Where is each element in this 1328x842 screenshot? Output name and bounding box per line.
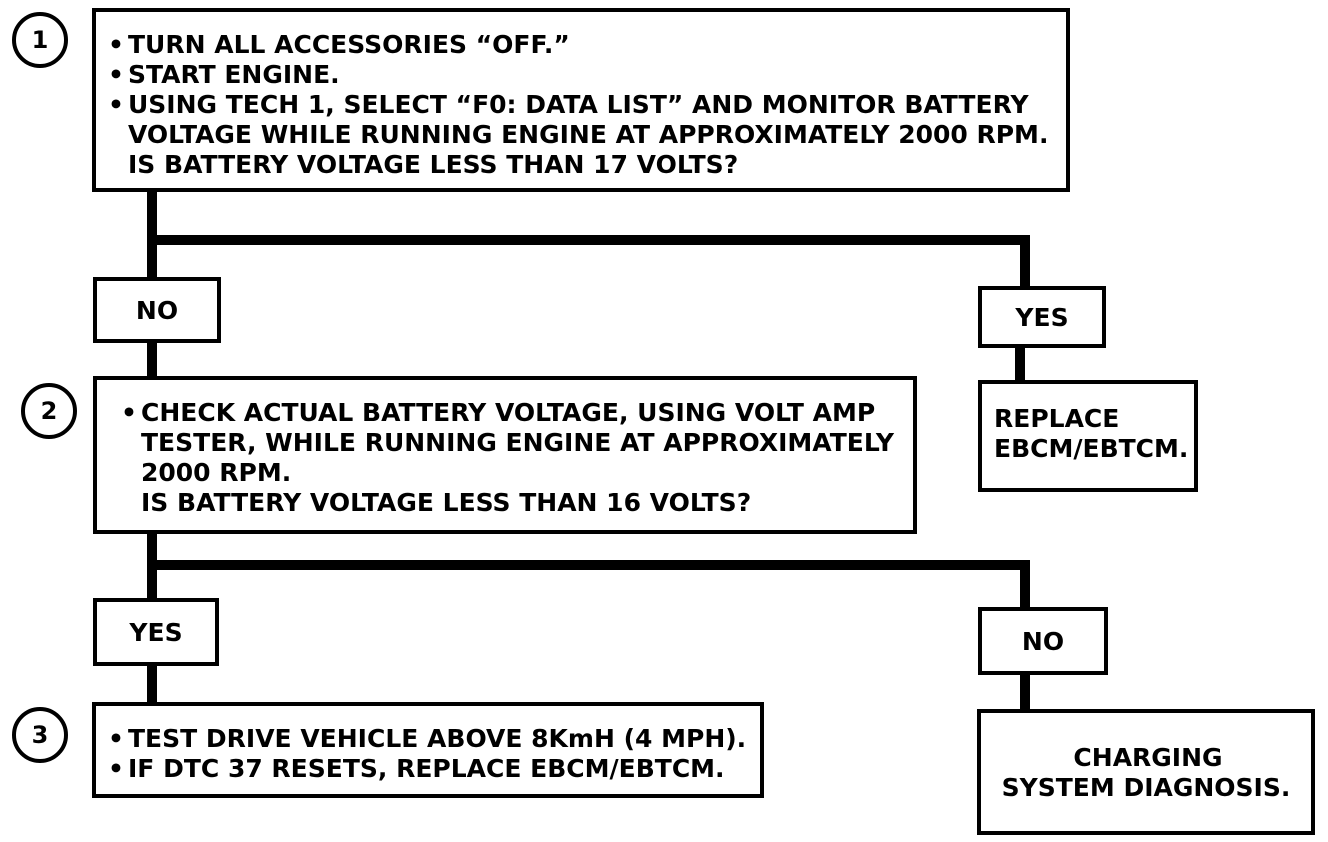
step-3-bullet-2: IF DTC 37 RESETS, REPLACE EBCM/EBTCM.: [106, 754, 750, 784]
replace-line-1: REPLACE: [994, 404, 1120, 433]
step-1-question: IS BATTERY VOLTAGE LESS THAN 17 VOLTS?: [128, 150, 739, 179]
branch-2-yes-label: YES: [93, 598, 219, 666]
step-1-circle: 1: [12, 12, 68, 68]
replace-line-2: EBCM/EBTCM.: [994, 434, 1189, 463]
branch-1-no-label: NO: [93, 277, 221, 343]
branch-1-no-text: NO: [135, 295, 179, 325]
step-1-bullet-1: TURN ALL ACCESSORIES “OFF.”: [106, 30, 1052, 60]
step-2-question: IS BATTERY VOLTAGE LESS THAN 16 VOLTS?: [141, 488, 752, 517]
step-1-list: TURN ALL ACCESSORIES “OFF.” START ENGINE…: [106, 30, 1052, 150]
branch-2-no-text: NO: [1021, 626, 1065, 656]
step-1-bullet-3: USING TECH 1, SELECT “F0: DATA LIST” AND…: [106, 90, 1052, 150]
step-3-box: TEST DRIVE VEHICLE ABOVE 8KmH (4 MPH). I…: [92, 702, 764, 798]
branch-1-yes-text: YES: [1015, 302, 1069, 332]
charging-line-1: CHARGING: [1073, 743, 1223, 772]
step-2-box: CHECK ACTUAL BATTERY VOLTAGE, USING VOLT…: [93, 376, 917, 534]
step-2-list: CHECK ACTUAL BATTERY VOLTAGE, USING VOLT…: [119, 398, 899, 488]
step-2-circle: 2: [21, 383, 77, 439]
step-3-number: 3: [31, 721, 49, 749]
step-1-bullet-2: START ENGINE.: [106, 60, 1052, 90]
step-3-circle: 3: [12, 707, 68, 763]
branch-2-no-label: NO: [978, 607, 1108, 675]
branch-2-yes-text: YES: [129, 617, 183, 647]
replace-ebcm-box: REPLACE EBCM/EBTCM.: [978, 380, 1198, 492]
step-2-bullet-1: CHECK ACTUAL BATTERY VOLTAGE, USING VOLT…: [119, 398, 899, 488]
step-2-number: 2: [40, 397, 58, 425]
step-3-list: TEST DRIVE VEHICLE ABOVE 8KmH (4 MPH). I…: [106, 724, 750, 784]
charging-system-box: CHARGING SYSTEM DIAGNOSIS.: [977, 709, 1315, 835]
step-1-number: 1: [31, 26, 49, 54]
step-1-box: TURN ALL ACCESSORIES “OFF.” START ENGINE…: [92, 8, 1070, 192]
step-3-bullet-1: TEST DRIVE VEHICLE ABOVE 8KmH (4 MPH).: [106, 724, 750, 754]
branch-1-yes-label: YES: [978, 286, 1106, 348]
charging-line-2: SYSTEM DIAGNOSIS.: [1001, 773, 1291, 802]
